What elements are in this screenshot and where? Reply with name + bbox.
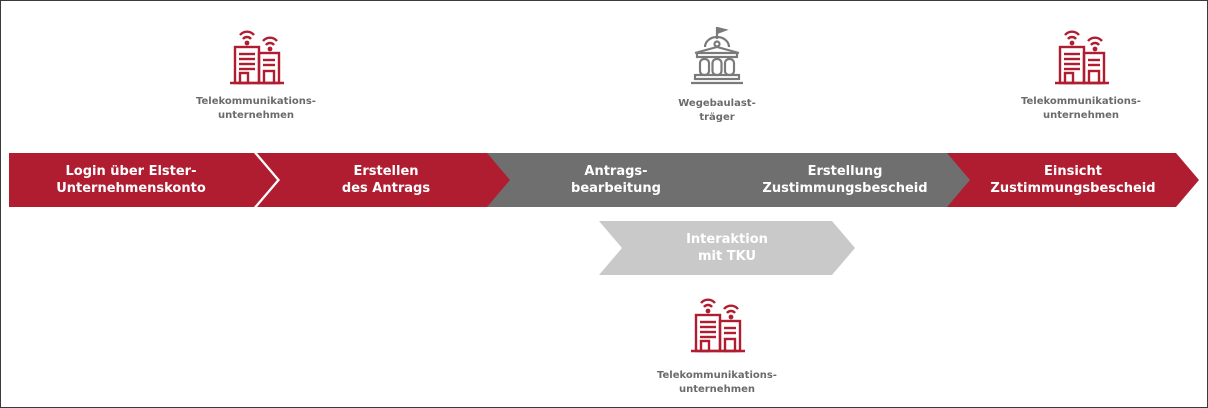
telecom-building-icon — [230, 30, 284, 85]
actor-telecom-bottom: Telekommunikations- unternehmen — [642, 293, 792, 397]
actor-label-line2: träger — [699, 112, 735, 123]
actor-label-line1: Telekommunikations- — [196, 96, 316, 107]
actor-telecom-left: Telekommunikations- unternehmen — [181, 25, 331, 123]
actor-road-authority: Wegebaulast- träger — [642, 25, 792, 125]
step-login: Login über Elster- Unternehmenskonto — [9, 153, 277, 207]
actor-label-line1: Wegebaulast- — [678, 98, 756, 109]
actor-label-line2: unternehmen — [1042, 110, 1120, 121]
step-label-line2: bearbeitung — [571, 181, 661, 196]
step-view-approval: Einsicht Zustimmungsbescheid — [947, 153, 1199, 207]
step-label-line1: Einsicht — [1044, 164, 1102, 179]
actor-label-line1: Telekommunikations- — [657, 370, 777, 381]
step-label-line1: Antrags- — [584, 164, 648, 179]
step-label-line2: Unternehmenskonto — [56, 181, 206, 196]
substep-label-line2: mit TKU — [697, 249, 756, 264]
step-label-line2: Zustimmungsbescheid — [762, 181, 928, 196]
step-create-application: Erstellen des Antrags — [257, 153, 515, 207]
telecom-building-icon — [1055, 30, 1109, 85]
step-label-line2: Zustimmungsbescheid — [990, 181, 1156, 196]
step-label-line1: Erstellen — [353, 164, 419, 179]
step-label-line1: Erstellung — [807, 164, 883, 179]
actor-label-line2: unternehmen — [217, 110, 295, 121]
actor-label-line2: unternehmen — [678, 384, 756, 395]
government-building-icon — [691, 26, 743, 85]
actor-label-line1: Telekommunikations- — [1021, 96, 1141, 107]
telecom-building-icon — [691, 298, 745, 353]
step-label-line2: des Antrags — [341, 181, 431, 196]
step-label-line1: Login über Elster- — [65, 164, 197, 179]
actor-telecom-right: Telekommunikations- unternehmen — [1006, 25, 1156, 123]
substep-label-line1: Interaktion — [686, 232, 768, 247]
substep-interaction-tku: Interaktion mit TKU — [599, 221, 855, 275]
step-application-processing: Antrags- bearbeitung — [487, 153, 745, 207]
step-create-approval: Erstellung Zustimmungsbescheid — [717, 153, 973, 207]
